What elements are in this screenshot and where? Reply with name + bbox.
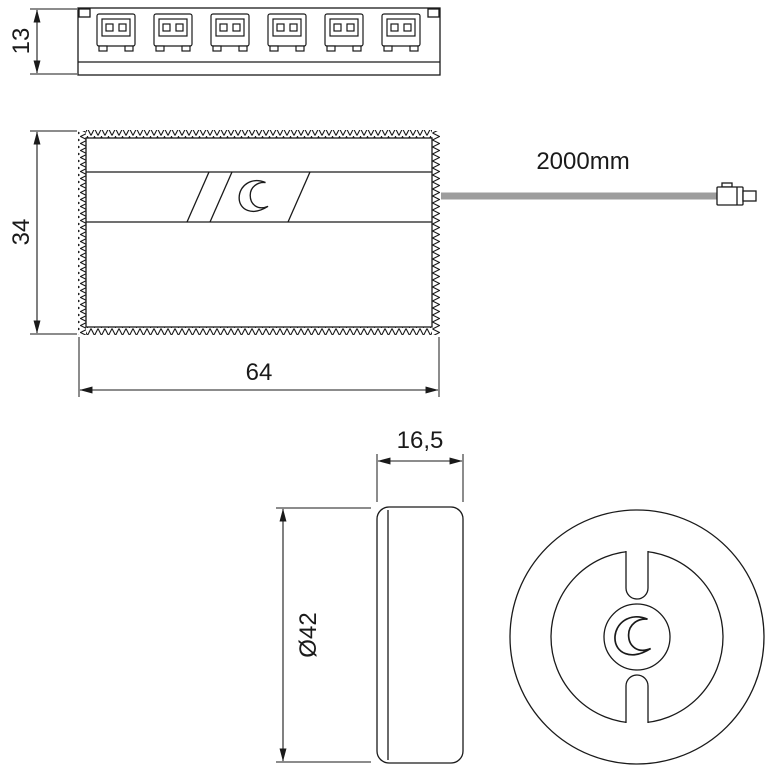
dimension-label-diameter-42: Ø42 (295, 612, 322, 657)
face-slot-bottom-mask (626, 675, 648, 726)
face-slot-top-mask (626, 548, 648, 599)
face-view (509, 509, 765, 765)
top-view-right-tab (427, 8, 440, 18)
face-slot-bottom (625, 674, 649, 723)
front-view-width-dimension: 64 (78, 337, 440, 397)
front-view (78, 130, 440, 335)
ribbed-edge-bottom (86, 327, 432, 335)
dimension-label-16-5: 16,5 (397, 427, 444, 454)
top-view-left-tab (78, 8, 91, 18)
dimension-label-64: 64 (246, 359, 273, 386)
ribbed-edge-top (86, 130, 432, 138)
front-view-face (85, 137, 433, 328)
dimension-label-13: 13 (8, 28, 35, 55)
connector (210, 13, 250, 52)
face-slot-top (625, 551, 649, 600)
cable-plug (716, 182, 757, 206)
connector (153, 13, 193, 52)
top-view (77, 7, 441, 76)
face-center-circle (603, 603, 671, 671)
connector (267, 13, 307, 52)
side-view-width-dimension: 16,5 (376, 427, 464, 502)
connector (96, 13, 136, 52)
ribbed-edge-right (432, 131, 440, 335)
ribbed-edge-left (78, 131, 86, 335)
side-view (376, 506, 464, 764)
cable: 2000mm (441, 148, 757, 206)
cable-length-label: 2000mm (536, 148, 629, 175)
top-view-body (77, 7, 441, 76)
dimension-label-34: 34 (8, 219, 35, 246)
connector (324, 13, 364, 52)
front-view-label-band (86, 171, 432, 223)
connector (381, 13, 421, 52)
side-view-body (376, 506, 464, 764)
brand-logo-icon (238, 180, 269, 213)
side-view-diameter-dimension: Ø42 (276, 507, 371, 763)
front-view-height-dimension: 34 (8, 130, 77, 335)
top-view-height-dimension: 13 (8, 8, 77, 75)
